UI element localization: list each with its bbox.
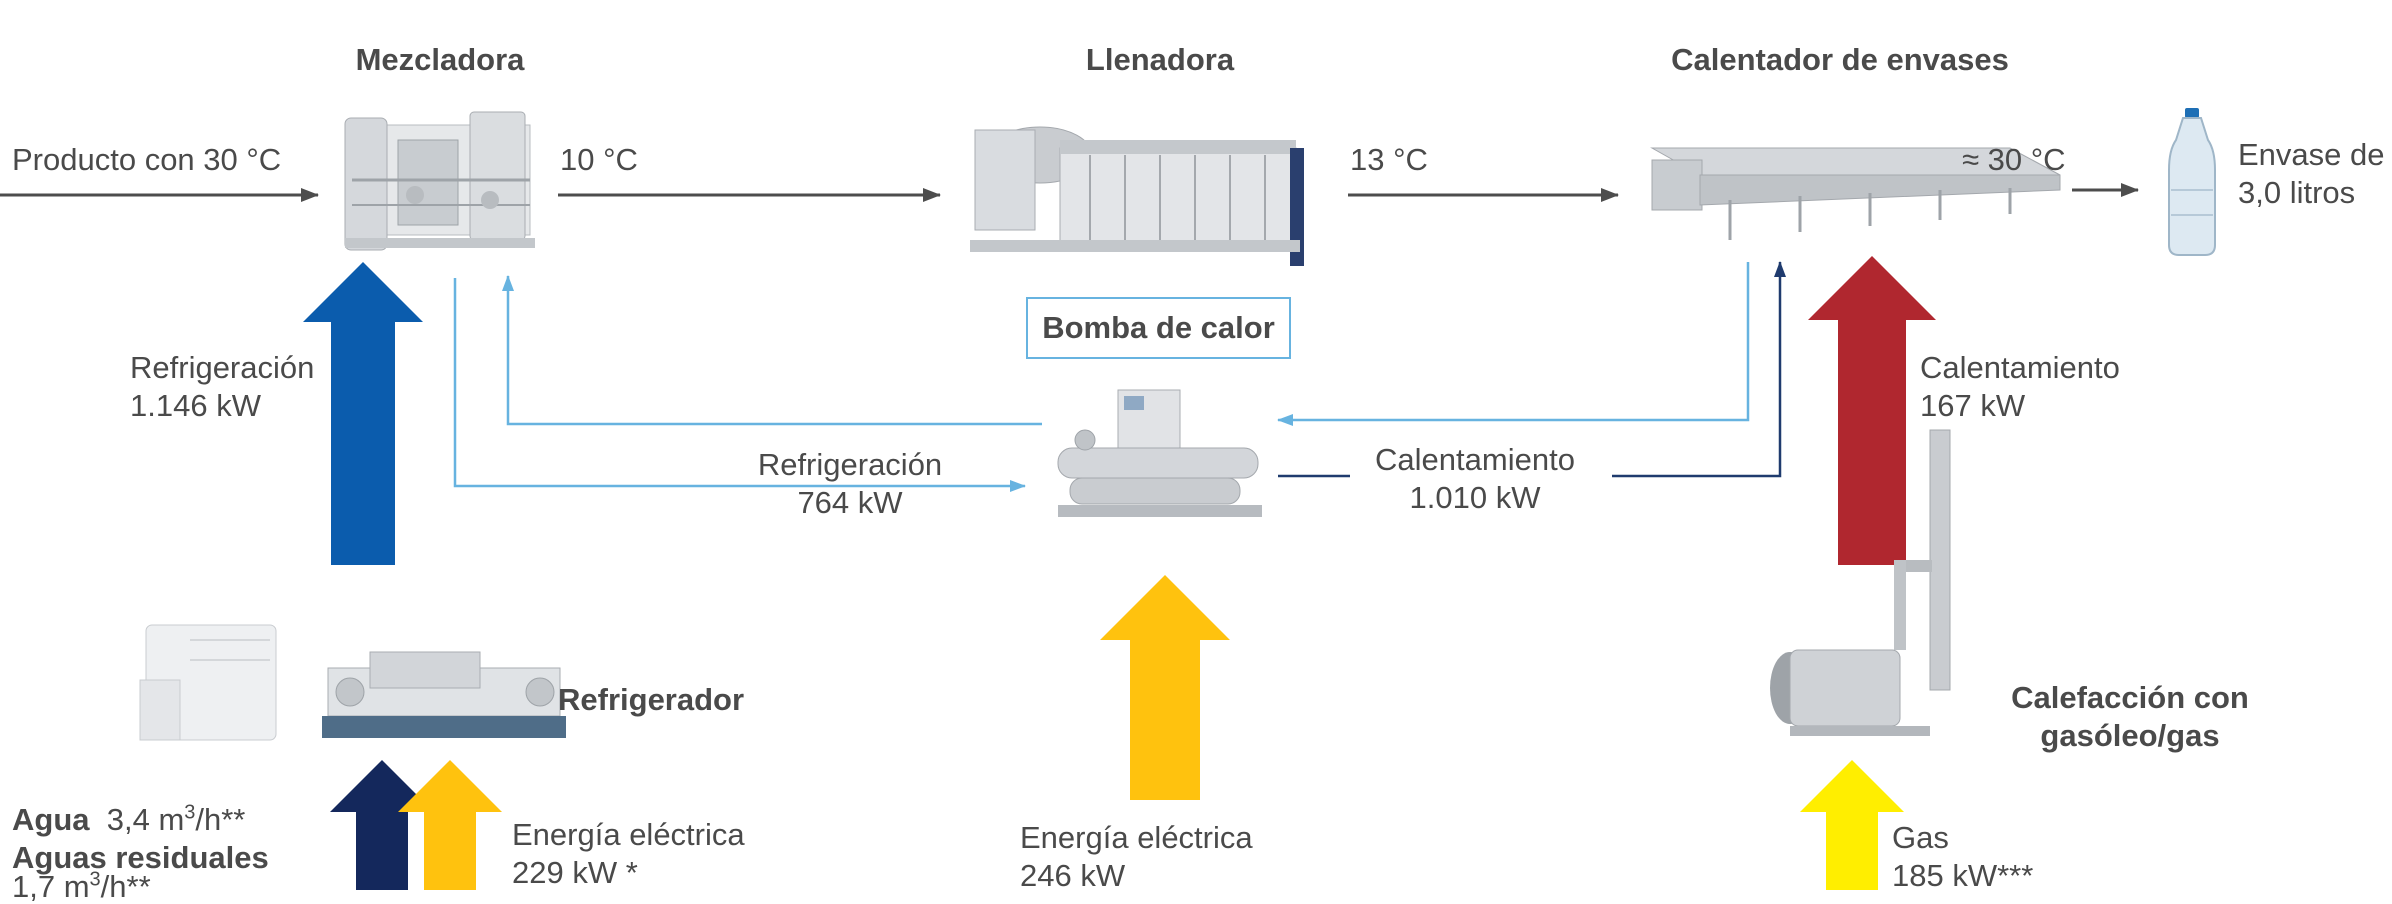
cooling-label: Refrigeración bbox=[130, 350, 315, 385]
water-label: Agua bbox=[12, 802, 90, 837]
warmer-title: Calentador de envases bbox=[1671, 42, 2009, 77]
cooling-arrow bbox=[303, 262, 423, 565]
filler-machine-image bbox=[970, 126, 1304, 266]
after-mixer-temp: 10 °C bbox=[560, 142, 638, 177]
water-unit: /h** bbox=[195, 802, 246, 837]
gas-arrow bbox=[1800, 760, 1904, 890]
hp-heating-value: 1.010 kW bbox=[1409, 480, 1541, 515]
waste-water-label: Aguas residuales bbox=[12, 840, 269, 875]
water-arrow bbox=[330, 760, 434, 890]
hp-cooling-label: Refrigeración bbox=[757, 447, 943, 482]
chiller-electric-value: 229 kW * bbox=[512, 855, 638, 890]
gas-label: Gas bbox=[1892, 820, 1949, 855]
hp-heating-label: Calentamiento bbox=[1375, 442, 1575, 477]
water-superscript: 3 bbox=[184, 801, 196, 824]
after-filler-temp: 13 °C bbox=[1350, 142, 1428, 177]
chiller-machine-image bbox=[139, 624, 566, 741]
filler-title: Llenadora bbox=[1085, 42, 1235, 77]
warmer-machine-image bbox=[1650, 147, 2061, 240]
waste-superscript: 3 bbox=[89, 868, 101, 891]
water-value: 3,4 m bbox=[106, 802, 185, 837]
pipe-warmer-to-heatpump bbox=[1277, 262, 1750, 426]
waste-water-row: 1,7 m3/h** bbox=[12, 868, 151, 904]
after-warmer-temp: ≈ 30 °C bbox=[1962, 142, 2066, 177]
mixer-machine-image bbox=[344, 111, 535, 251]
chiller-title: Refrigerador bbox=[558, 682, 745, 717]
heating-value: 167 kW bbox=[1920, 388, 2026, 423]
pipe-mixer-to-heatpump bbox=[453, 278, 1026, 492]
product-input-label: Producto con 30 °C bbox=[12, 142, 282, 177]
heatpump-machine-image bbox=[1057, 389, 1262, 517]
hp-electric-value: 246 kW bbox=[1020, 858, 1126, 893]
waste-water-value: 1,7 m bbox=[12, 869, 90, 904]
boiler-title-line2: gasóleo/gas bbox=[2040, 718, 2220, 753]
heating-label: Calentamiento bbox=[1920, 350, 2120, 385]
heat-pump-label: Bomba de calor bbox=[1026, 297, 1291, 359]
bottle-image bbox=[2168, 108, 2216, 256]
hp-electric-arrow bbox=[1100, 575, 1230, 800]
waste-water-unit: /h** bbox=[100, 869, 151, 904]
boiler-machine-image bbox=[1770, 429, 1951, 736]
mixer-title: Mezcladora bbox=[355, 42, 525, 77]
gas-value: 185 kW*** bbox=[1892, 858, 2034, 893]
output-label-line1: Envase de bbox=[2238, 137, 2385, 172]
hp-electric-label: Energía eléctrica bbox=[1020, 820, 1253, 855]
chiller-electric-label: Energía eléctrica bbox=[512, 817, 745, 852]
pipe-heatpump-to-warmer-2 bbox=[1612, 261, 1786, 478]
cooling-value: 1.146 kW bbox=[130, 388, 261, 423]
heating-arrow bbox=[1808, 256, 1936, 565]
pipe-heatpump-to-mixer bbox=[502, 275, 1042, 426]
boiler-title-line1: Calefacción con bbox=[2011, 680, 2249, 715]
hp-cooling-value: 764 kW bbox=[797, 485, 903, 520]
output-label-line2: 3,0 litros bbox=[2238, 175, 2356, 210]
water-row: Agua 3,4 m3/h** bbox=[12, 800, 245, 840]
chiller-electric-arrow bbox=[398, 760, 502, 890]
